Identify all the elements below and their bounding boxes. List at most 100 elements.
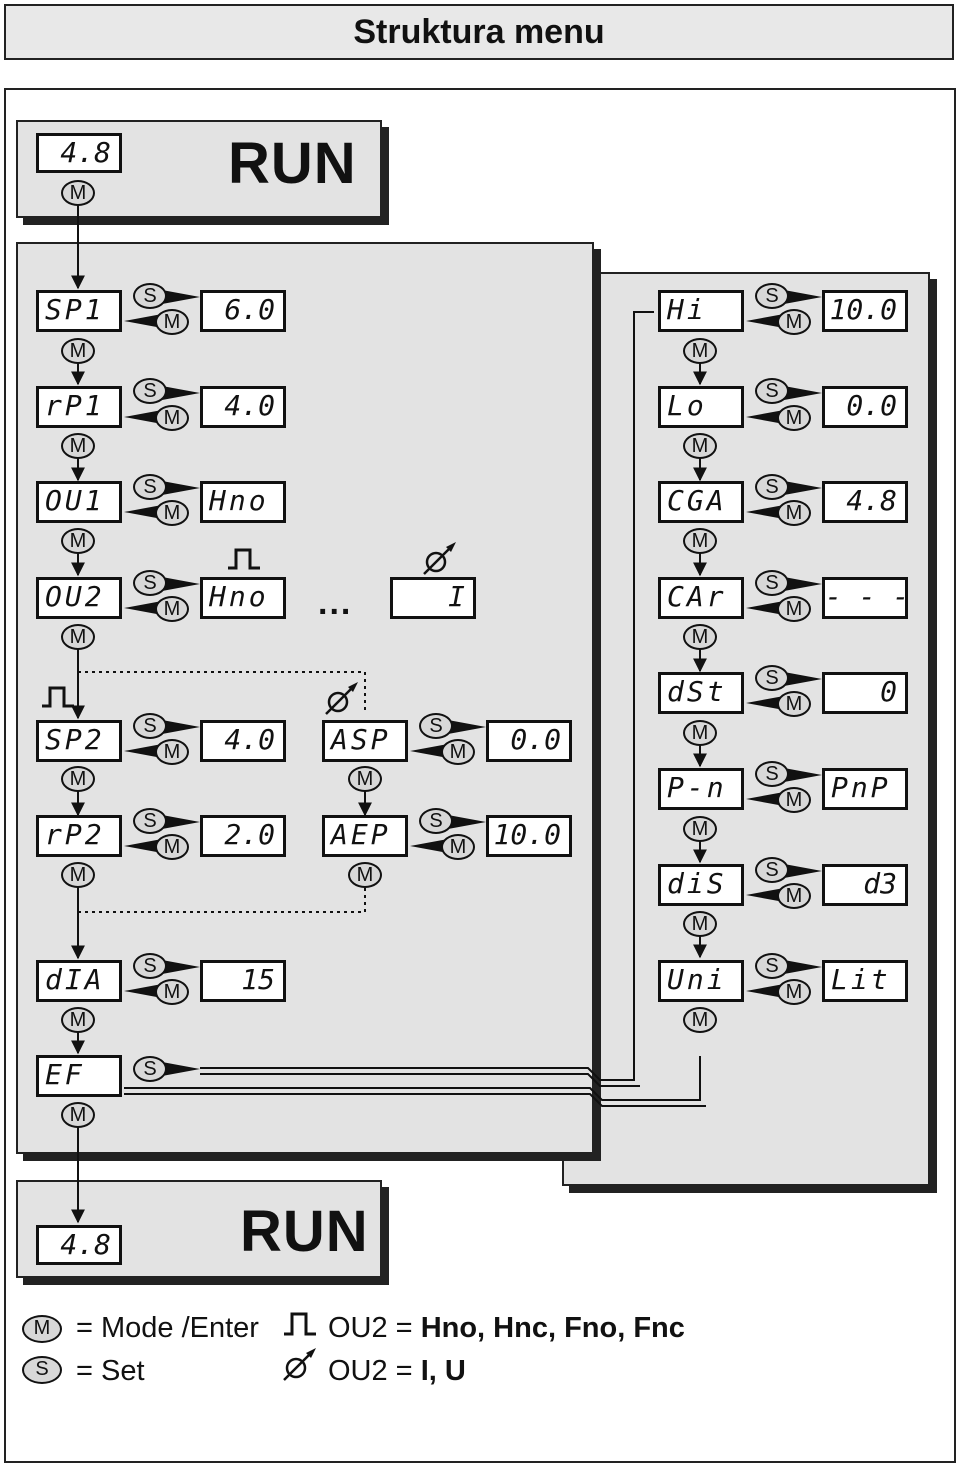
mode-button[interactable]: M — [61, 862, 95, 888]
mode-button[interactable]: M — [683, 528, 717, 554]
set-button[interactable]: S — [419, 713, 453, 739]
set-button[interactable]: S — [755, 761, 789, 787]
page-title: Struktura menu — [4, 4, 954, 60]
value-car: - - - — [822, 577, 908, 619]
set-button[interactable]: S — [755, 474, 789, 500]
set-button[interactable]: S — [133, 808, 167, 834]
run-label-bottom: RUN — [240, 1199, 369, 1264]
value-aep: 10.0 — [486, 815, 572, 857]
param-aep: AEP — [322, 815, 408, 857]
value-sp1: 6.0 — [200, 290, 286, 332]
mode-button[interactable]: M — [683, 816, 717, 842]
param-ef: EF — [36, 1055, 122, 1097]
set-button[interactable]: S — [133, 570, 167, 596]
legend-set-text: = Set — [76, 1355, 145, 1387]
value-dis: d3 — [822, 864, 908, 906]
mode-button[interactable]: M — [155, 309, 189, 335]
legend-set-icon: S — [22, 1356, 62, 1384]
mode-button[interactable]: M — [348, 766, 382, 792]
legend-ou2-switch: OU2 = Hno, Hnc, Fno, Fnc — [328, 1312, 685, 1345]
value-dia: 15 — [200, 960, 286, 1002]
mode-button[interactable]: M — [155, 405, 189, 431]
mode-button[interactable]: M — [61, 766, 95, 792]
mode-button[interactable]: M — [155, 979, 189, 1005]
mode-button[interactable]: M — [777, 500, 811, 526]
mode-button[interactable]: M — [777, 309, 811, 335]
legend-mode-text: = Mode /Enter — [76, 1312, 259, 1344]
value-cga: 4.8 — [822, 481, 908, 523]
legend-ou2-switch-prefix: OU2 = — [328, 1312, 421, 1344]
param-p-n: P-n — [658, 768, 744, 810]
value-ou2-analog: I — [390, 577, 476, 619]
mode-button[interactable]: M — [441, 739, 475, 765]
set-button[interactable]: S — [755, 283, 789, 309]
set-button[interactable]: S — [133, 713, 167, 739]
analog-output-icon — [325, 682, 358, 715]
set-button[interactable]: S — [755, 665, 789, 691]
analog-output-icon — [283, 1348, 316, 1381]
run-display-bottom: 4.8 — [36, 1225, 122, 1265]
mode-button[interactable]: M — [777, 405, 811, 431]
param-hi: Hi — [658, 290, 744, 332]
param-dia: dIA — [36, 960, 122, 1002]
mode-button[interactable]: M — [61, 1102, 95, 1128]
mode-button[interactable]: M — [683, 338, 717, 364]
set-button[interactable]: S — [755, 857, 789, 883]
param-asp: ASP — [322, 720, 408, 762]
param-sp1: SP1 — [36, 290, 122, 332]
param-lo: Lo — [658, 386, 744, 428]
mode-button[interactable]: M — [155, 834, 189, 860]
param-rp1: rP1 — [36, 386, 122, 428]
value-ou2: Hno — [200, 577, 286, 619]
mode-button[interactable]: M — [683, 1007, 717, 1033]
value-rp1: 4.0 — [200, 386, 286, 428]
run-label-top: RUN — [228, 131, 357, 196]
mode-button[interactable]: M — [61, 1007, 95, 1033]
value-dst: 0 — [822, 672, 908, 714]
mode-button[interactable]: M — [683, 624, 717, 650]
mode-button[interactable]: M — [61, 180, 95, 206]
param-uni: Uni — [658, 960, 744, 1002]
mode-button[interactable]: M — [683, 720, 717, 746]
mode-button[interactable]: M — [777, 691, 811, 717]
mode-button[interactable]: M — [61, 338, 95, 364]
param-cga: CGA — [658, 481, 744, 523]
set-button[interactable]: S — [133, 474, 167, 500]
switching-pulse-icon — [228, 548, 260, 570]
mode-button[interactable]: M — [683, 433, 717, 459]
mode-button[interactable]: M — [777, 979, 811, 1005]
mode-button[interactable]: M — [155, 596, 189, 622]
mode-button[interactable]: M — [61, 433, 95, 459]
mode-button[interactable]: M — [683, 911, 717, 937]
value-ou1: Hno — [200, 481, 286, 523]
value-sp2: 4.0 — [200, 720, 286, 762]
set-button[interactable]: S — [755, 570, 789, 596]
set-button[interactable]: S — [755, 378, 789, 404]
main-menu-panel — [16, 242, 594, 1154]
analog-output-icon — [423, 542, 456, 575]
set-button[interactable]: S — [419, 808, 453, 834]
legend-ou2-switch-values: Hno, Hnc, Fno, Fnc — [420, 1312, 685, 1344]
mode-button[interactable]: M — [61, 624, 95, 650]
set-button[interactable]: S — [133, 378, 167, 404]
value-rp2: 2.0 — [200, 815, 286, 857]
legend-ou2-analog: OU2 = I, U — [328, 1355, 466, 1388]
mode-button[interactable]: M — [441, 834, 475, 860]
mode-button[interactable]: M — [61, 528, 95, 554]
run-display-top: 4.8 — [36, 133, 122, 173]
param-sp2: SP2 — [36, 720, 122, 762]
legend-ou2-analog-prefix: OU2 = — [328, 1355, 421, 1387]
switching-pulse-icon — [284, 1312, 316, 1336]
set-button[interactable]: S — [133, 953, 167, 979]
mode-button[interactable]: M — [348, 862, 382, 888]
mode-button[interactable]: M — [777, 787, 811, 813]
set-button[interactable]: S — [133, 283, 167, 309]
value-lo: 0.0 — [822, 386, 908, 428]
mode-button[interactable]: M — [777, 883, 811, 909]
mode-button[interactable]: M — [155, 500, 189, 526]
legend-ou2-analog-values: I, U — [420, 1355, 466, 1387]
mode-button[interactable]: M — [155, 739, 189, 765]
mode-button[interactable]: M — [777, 596, 811, 622]
set-button[interactable]: S — [133, 1056, 167, 1082]
set-button[interactable]: S — [755, 953, 789, 979]
